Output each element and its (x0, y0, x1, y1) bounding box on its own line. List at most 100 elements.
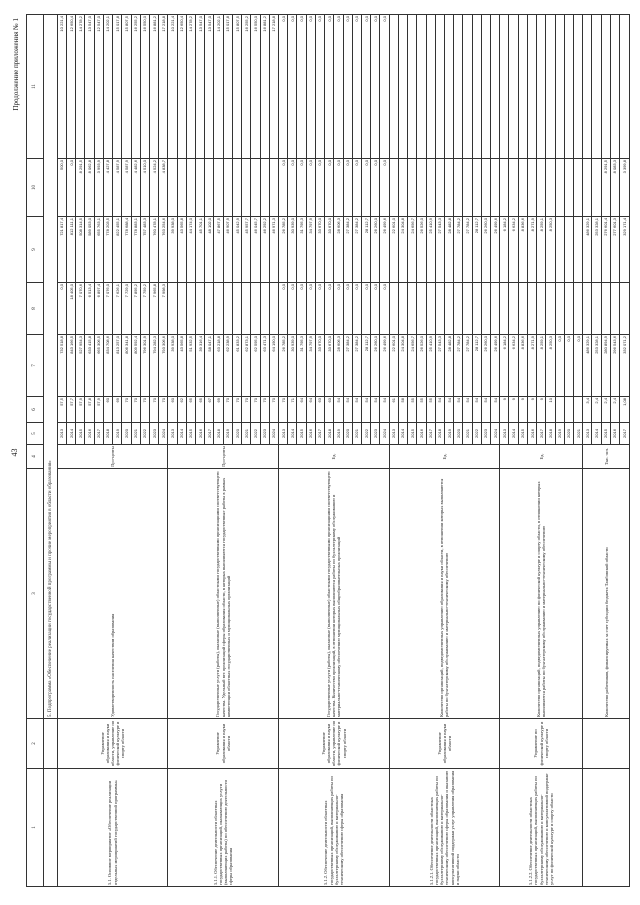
indicator-value: 10 (545, 396, 556, 423)
finance-value: 27 784,2 (462, 334, 473, 397)
finance-value: 0,0 (352, 282, 362, 335)
finance-value: 26 260,0 (370, 216, 380, 283)
finance-value: 8 250,3 (545, 216, 556, 283)
finance-value (416, 158, 426, 217)
finance-value: 0,0 (287, 282, 297, 335)
finance-value: 7 759,2 (140, 282, 150, 335)
year-cell: 2021 (352, 422, 362, 445)
finance-value (555, 158, 565, 217)
finance-value: 796 301,9 (140, 334, 150, 397)
finance-value: 4 427,8 (103, 158, 113, 217)
indicator-value: 57,7 (66, 396, 76, 423)
finance-value: 778 883,1 (131, 216, 141, 283)
finance-value: 33 670,0 (315, 216, 325, 283)
finance-value (564, 14, 574, 159)
finance-value: 34 797,9 (306, 334, 316, 397)
finance-value: 28 112,7 (361, 216, 371, 283)
finance-value: 8 083,3 (610, 158, 620, 217)
finance-value: 28 482,8 (444, 216, 454, 283)
indicator-value: 62 (177, 396, 187, 423)
finance-value: 14 278,2 (75, 14, 85, 159)
finance-value: 16 881,2 (149, 14, 159, 159)
finance-value (177, 282, 187, 335)
finance-value: 6 184,2 (499, 334, 509, 397)
indicator-value: 70 (260, 396, 270, 423)
year-cell: 2018 (103, 422, 113, 445)
finance-value: 500,0 (57, 158, 67, 217)
indicator-value: 64 (296, 396, 307, 423)
finance-value: 45 957,7 (241, 216, 251, 283)
indicator-value: 70 (149, 396, 159, 423)
finance-value: 24 304,8 (398, 216, 408, 283)
finance-value: 793 306,6 (158, 334, 168, 397)
indicator-value: 69 (112, 396, 122, 423)
finance-value (555, 282, 565, 335)
finance-value: 7 076,0 (103, 282, 113, 335)
finance-value (545, 282, 556, 335)
finance-value: 64 190,0 (269, 334, 279, 397)
finance-value: 280 894,9 (601, 334, 611, 397)
finance-value: 0,0 (379, 14, 390, 159)
year-cell: 2019 (223, 422, 233, 445)
year-cell: 2024 (158, 422, 168, 445)
finance-value: 26 499,6 (379, 216, 390, 283)
finance-value: 62 238,9 (223, 334, 233, 397)
finance-value: 0,0 (296, 158, 307, 217)
indicator-value: 60 (167, 396, 178, 423)
finance-value: 7 998,3 (158, 282, 168, 335)
year-cell: 2019 (555, 422, 565, 445)
indicator: Количество организаций, подведомственных… (499, 468, 583, 719)
finance-value: 62 873,1 (241, 334, 251, 397)
data-row: 5.1.1. Обеспечение деятельности областны… (167, 14, 279, 887)
indicator-value: 58 (398, 396, 408, 423)
indicator: Государственные услуги (работы), оказанн… (278, 468, 390, 719)
finance-value: 0,0 (287, 158, 297, 217)
unit: Про-центы (57, 444, 168, 469)
finance-value: 0,0 (296, 282, 307, 335)
finance-value: 17 218,8 (158, 14, 168, 159)
year-cell: 2023 (260, 422, 270, 445)
finance-value (481, 282, 491, 335)
finance-value: 51 932,5 (186, 334, 196, 397)
finance-value: 296 543,6 (610, 334, 620, 397)
finance-value (426, 14, 436, 159)
finance-value (416, 14, 426, 159)
finance-value: 8 259,1 (536, 334, 546, 397)
finance-value: 8 259,1 (536, 216, 546, 283)
indicator-value: 70 (223, 396, 233, 423)
page-number: 43 (10, 448, 19, 457)
finance-value (204, 158, 214, 217)
finance-value: 26 260,0 (481, 334, 491, 397)
indicator-value (564, 396, 574, 423)
finance-value (260, 158, 270, 217)
finance-value: 7 070,6 (75, 282, 85, 335)
finance-value: 12 547,0 (94, 14, 104, 159)
unit: Ед. (278, 444, 390, 469)
indicator-value: 67 (204, 396, 214, 423)
finance-value (453, 14, 463, 159)
finance-value: 16 255,2 (241, 14, 251, 159)
year-cell: 2019 (444, 422, 454, 445)
indicator: Государственные услуги (работы), оказанн… (167, 468, 279, 719)
indicator-value: 55 (407, 396, 417, 423)
finance-value: 27 543,3 (435, 216, 445, 283)
finance-value: 61 833,2 (232, 334, 242, 397)
indicator-value: 9 (536, 396, 546, 423)
finance-value (444, 282, 454, 335)
finance-value: 812 111,1 (66, 216, 76, 283)
year-cell: 2013 (57, 422, 67, 445)
year-cell: 2021 (462, 422, 473, 445)
finance-value: 0,0 (278, 282, 288, 335)
finance-value (564, 216, 574, 283)
finance-value (453, 158, 463, 217)
finance-value: 62 595,0 (250, 334, 261, 397)
finance-value: 0,0 (324, 282, 334, 335)
finance-value (508, 14, 519, 159)
finance-value: 26 260,0 (370, 334, 380, 397)
finance-value: 63 218,8 (213, 334, 224, 397)
finance-value: 17 218,8 (269, 14, 279, 159)
finance-value: 26 526,0 (416, 216, 426, 283)
finance-value: 33 670,0 (324, 334, 334, 397)
year-cell: 2015 (601, 422, 611, 445)
